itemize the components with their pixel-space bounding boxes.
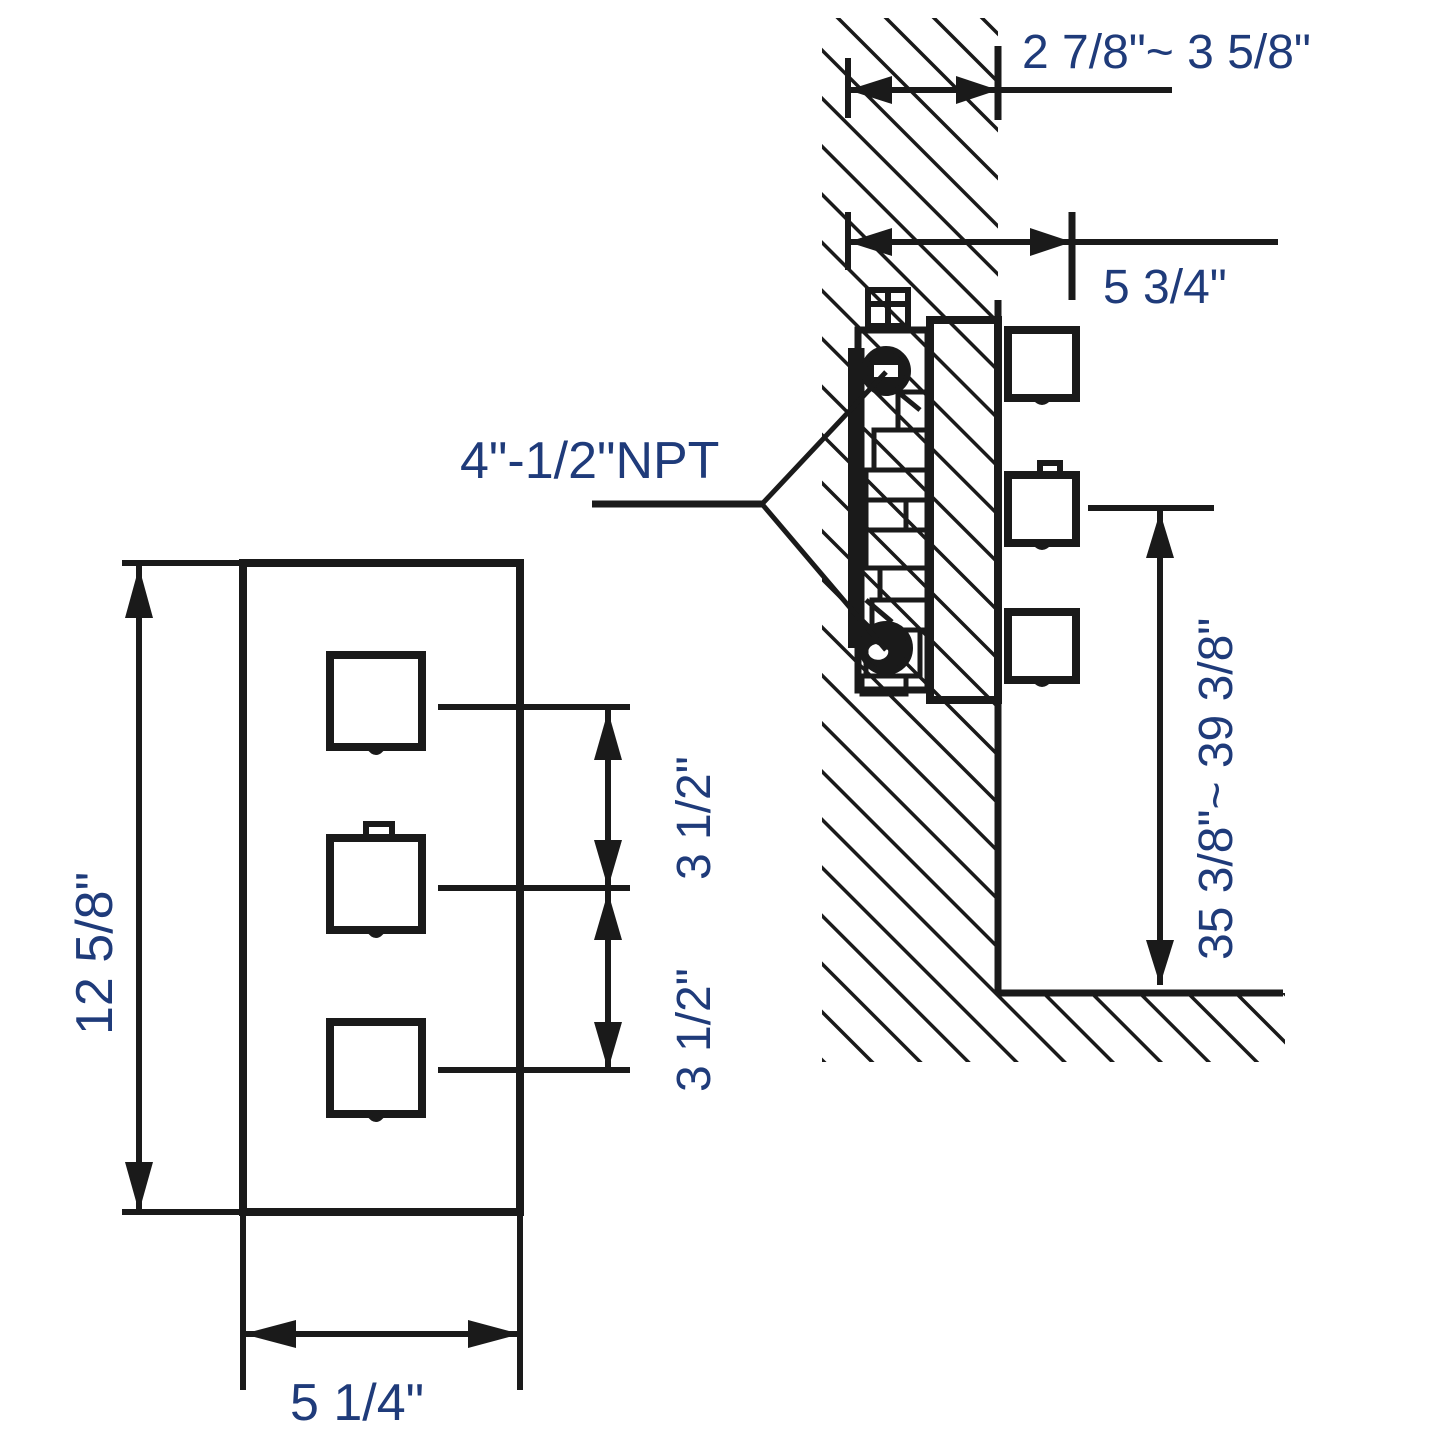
front-handle-top xyxy=(326,651,426,755)
dimension-label-valve-projection: 5 3/4" xyxy=(1103,261,1227,314)
side-handle-bottom xyxy=(1004,608,1080,687)
dimension-label-wall-thickness: 2 7/8"~ 3 5/8" xyxy=(1022,26,1311,79)
escutcheon-plate-side xyxy=(926,316,1002,704)
front-handle-bottom xyxy=(326,1018,426,1122)
dimension-label-plate-height: 12 5/8" xyxy=(66,872,124,1035)
dimension-valve-projection: 5 3/4" xyxy=(845,212,1278,314)
floor-section-hatched xyxy=(822,989,1285,1062)
side-handle-top xyxy=(1004,326,1080,405)
dimension-label-mounting-height: 35 3/8"~ 39 3/8" xyxy=(1190,618,1243,960)
dimension-plate-height: 12 5/8" xyxy=(66,560,330,1215)
front-handle-middle xyxy=(326,821,426,938)
side-handle-middle xyxy=(1004,460,1080,550)
dimension-handle-spacing-upper: 3 1/2" xyxy=(594,707,721,888)
front-elevation-view xyxy=(239,559,630,1216)
dimension-mounting-height: 35 3/8"~ 39 3/8" xyxy=(1088,505,1243,985)
dimension-label-plate-width: 5 1/4" xyxy=(290,1374,424,1432)
dimension-wall-thickness: 2 7/8"~ 3 5/8" xyxy=(845,26,1311,120)
callout-npt: 4"-1/2"NPT xyxy=(460,370,888,652)
dimension-label-handle-spacing-lower: 3 1/2" xyxy=(668,968,721,1092)
dimension-label-handle-spacing-upper: 3 1/2" xyxy=(668,756,721,880)
callout-label-npt: 4"-1/2"NPT xyxy=(460,432,719,490)
dimension-handle-spacing-lower: 3 1/2" xyxy=(594,888,721,1092)
dimension-plate-width: 5 1/4" xyxy=(240,1190,523,1432)
